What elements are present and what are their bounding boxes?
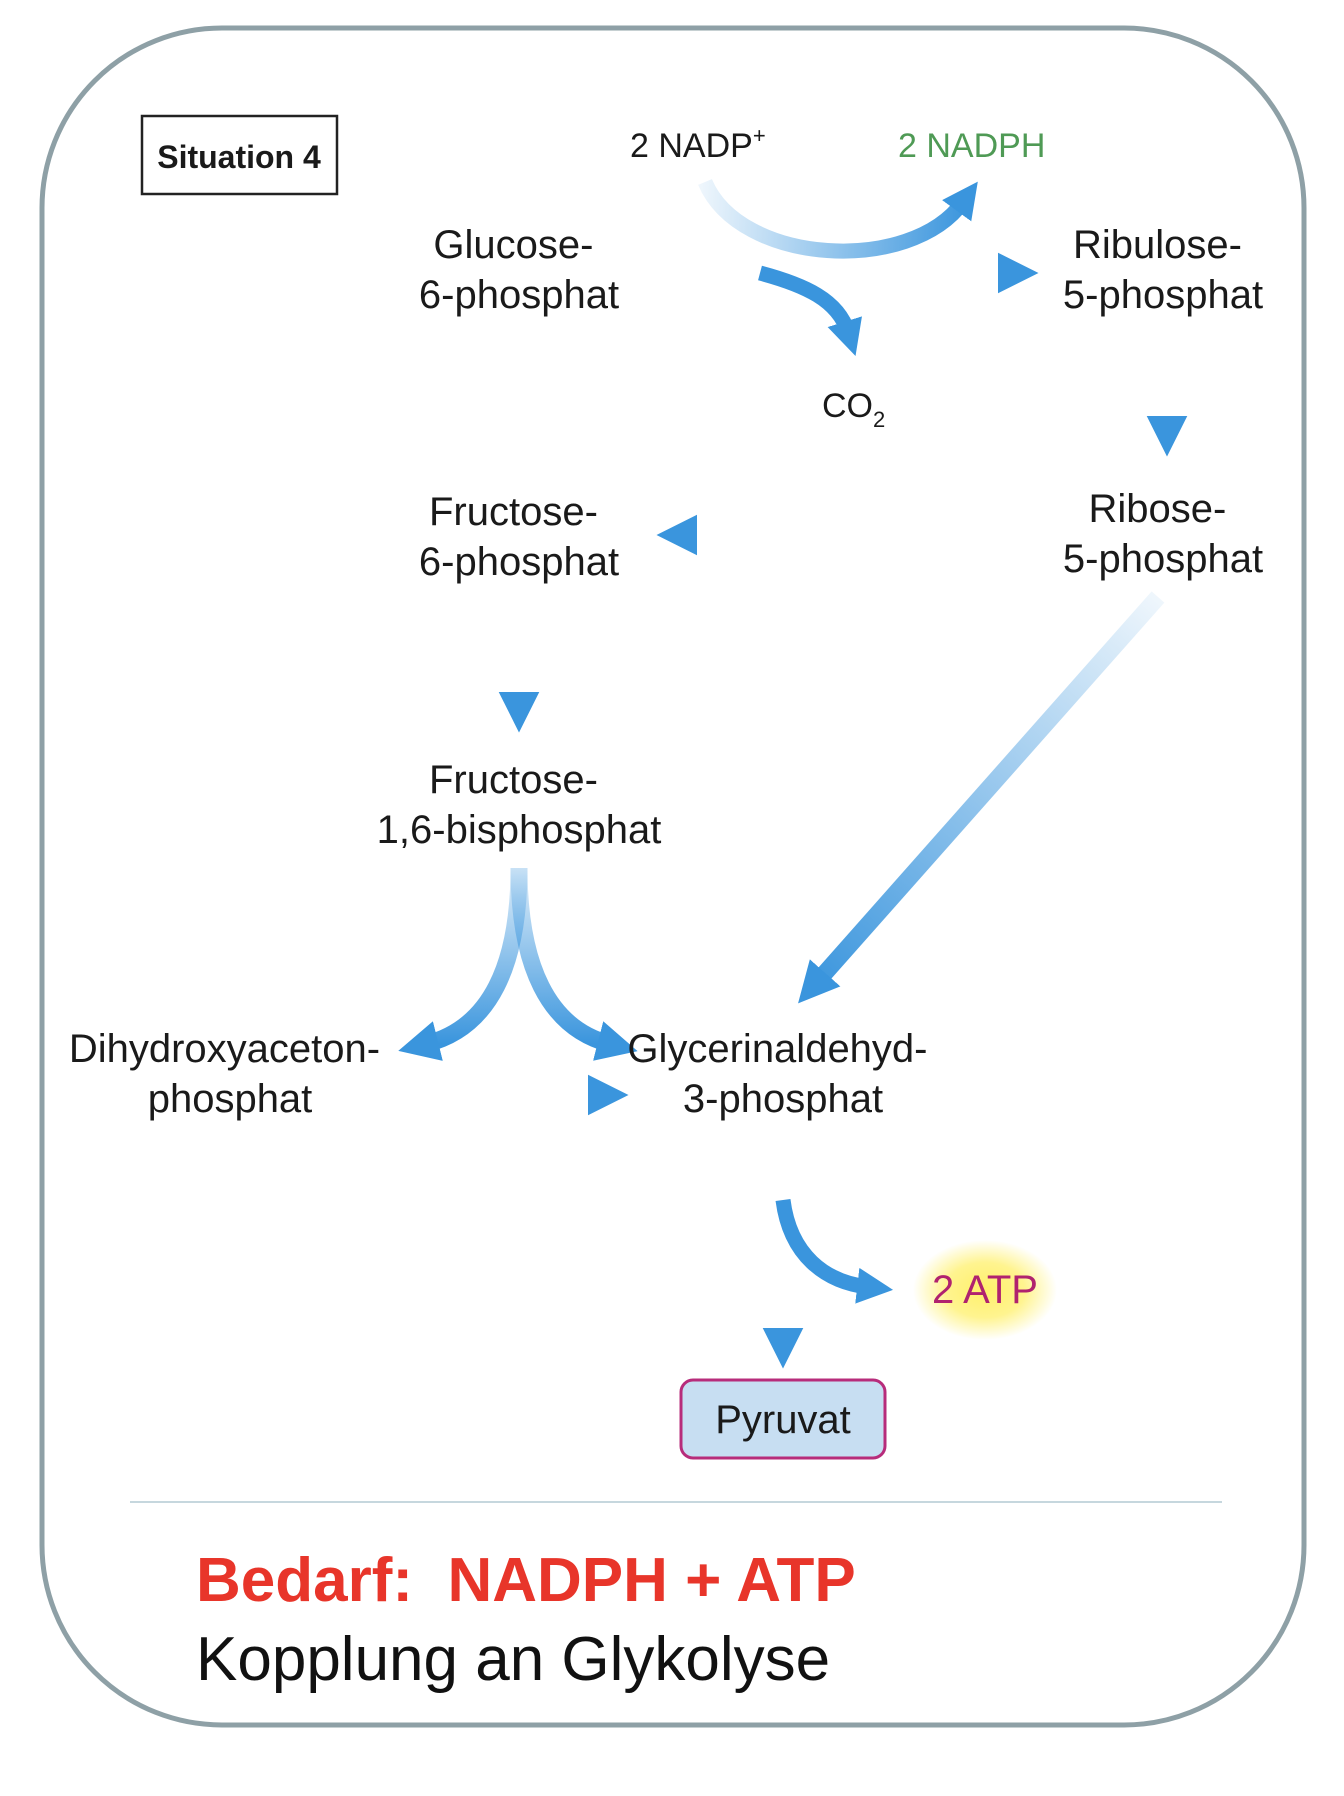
nadph-label: 2 NADPH — [898, 127, 1045, 165]
node-ribose-5-phosphat: Ribose- 5-phosphat — [1063, 487, 1263, 581]
nadp-plus-label: 2 NADP+ — [630, 123, 766, 165]
arrow-f16bp-to-dhap — [398, 867, 528, 1061]
arrow-r5p-to-gap — [798, 591, 1165, 1004]
requirement-text: Bedarf: NADPH + ATP — [196, 1546, 856, 1615]
arrow-f16bp-to-gap — [510, 867, 638, 1061]
co2-label: CO2 — [822, 387, 885, 432]
outer-frame — [39, 25, 1307, 1728]
arrow-atp-release — [775, 1198, 894, 1304]
node-pyruvat: Pyruvat — [715, 1398, 851, 1442]
pyruvat-box — [679, 1378, 887, 1460]
coupling-text: Kopplung an Glykolyse — [196, 1625, 831, 1694]
situation-label-box — [140, 114, 339, 196]
atp-glow — [913, 1240, 1057, 1340]
atp-label: 2 ATP — [932, 1268, 1038, 1312]
node-dihydroxyacetonphosphat: Dihydroxyaceton- phosphat — [69, 1027, 391, 1121]
node-ribulose-5-phosphat: Ribulose- 5-phosphat — [1063, 223, 1263, 317]
arrow-nadp-to-nadph — [698, 178, 978, 259]
node-glycerinaldehyd-3-phosphat: Glycerinaldehyd- 3-phosphat — [627, 1027, 938, 1121]
arrow-co2-release — [758, 265, 862, 357]
node-glucose-6-phosphat: Glucose- 6-phosphat — [419, 223, 619, 317]
node-fructose-1-6-bisphosphat: Fructose- 1,6-bisphosphat — [377, 758, 662, 852]
node-fructose-6-phosphat: Fructose- 6-phosphat — [419, 490, 619, 584]
situation-label: Situation 4 — [157, 139, 321, 175]
